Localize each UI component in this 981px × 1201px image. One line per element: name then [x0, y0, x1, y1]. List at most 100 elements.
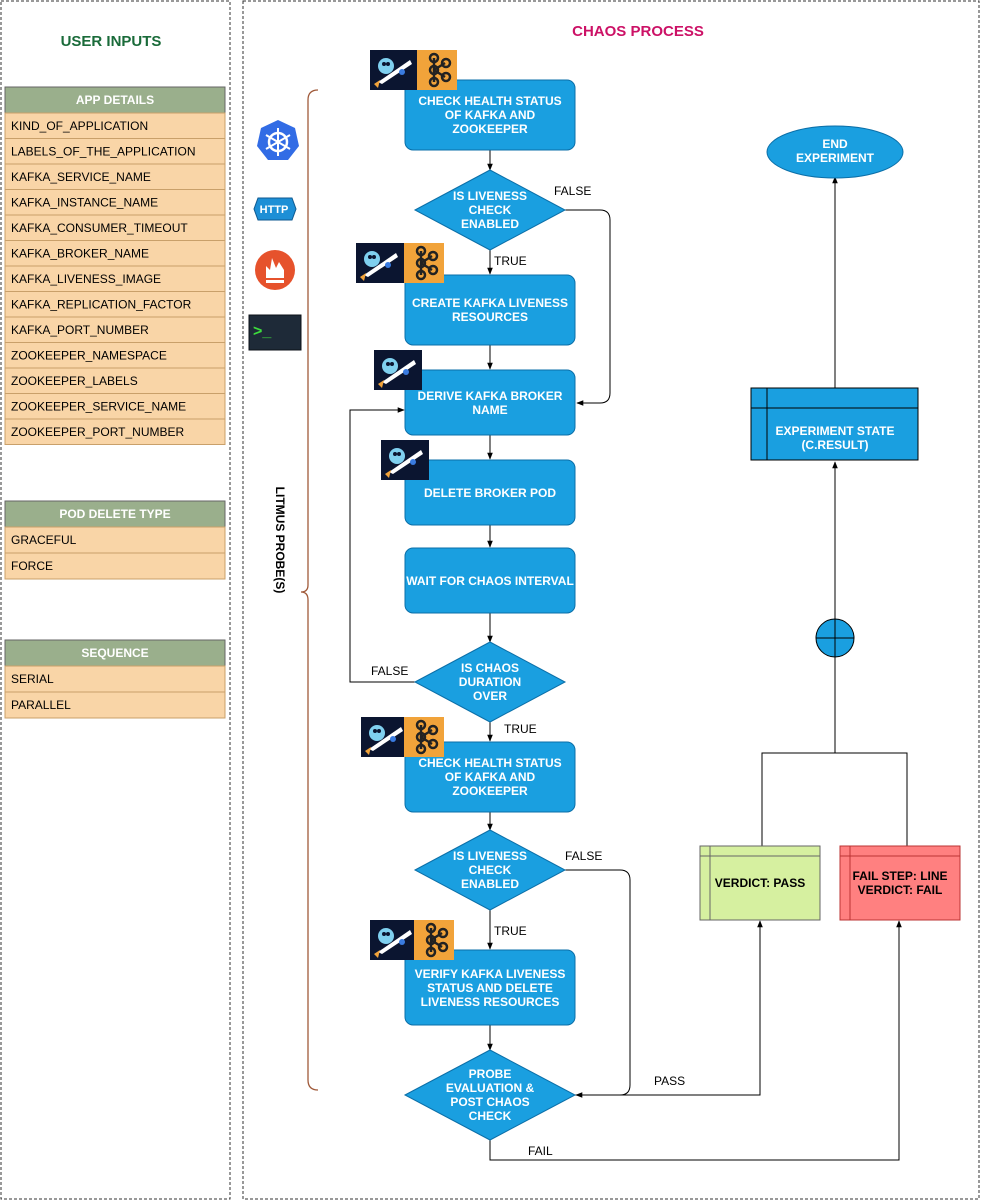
table-row: SERIAL — [11, 672, 54, 686]
input-table: APP DETAILSKIND_OF_APPLICATIONLABELS_OF_… — [4, 86, 226, 445]
user-inputs-panel — [0, 0, 231, 1200]
node-label-verify: STATUS AND DELETE — [427, 981, 553, 995]
table-row: ZOOKEEPER_SERVICE_NAME — [11, 399, 186, 413]
edge-label-true-3: TRUE — [494, 924, 527, 938]
merge-circle — [815, 618, 855, 658]
table-header: SEQUENCE — [81, 646, 148, 660]
node-label-delete: DELETE BROKER POD — [424, 486, 556, 500]
edge-label-false-1: FALSE — [554, 184, 591, 198]
liveness-decision-1 — [413, 169, 567, 251]
table-row: ZOOKEEPER_NAMESPACE — [11, 348, 167, 362]
node-label-probe-eval: PROBE — [469, 1067, 512, 1081]
end-experiment-node — [766, 125, 904, 179]
table-row: KAFKA_PORT_NUMBER — [11, 323, 149, 337]
verdict-fail-box — [839, 845, 961, 921]
edge-label-pass: PASS — [654, 1074, 685, 1088]
table-header: APP DETAILS — [76, 93, 154, 107]
table-row: KAFKA_SERVICE_NAME — [11, 170, 151, 184]
edge-label-false-3: FALSE — [565, 849, 602, 863]
check-health-1-box — [404, 79, 576, 151]
litmus-chaos-icon — [374, 350, 422, 390]
node-label-verify: VERIFY KAFKA LIVENESS — [415, 967, 566, 981]
input-tables: APP DETAILSKIND_OF_APPLICATIONLABELS_OF_… — [4, 86, 226, 719]
terminal-icon: >_ — [248, 314, 302, 351]
litmus-chaos-icon — [381, 440, 429, 480]
node-label-fail-verdict: VERDICT: FAIL — [858, 883, 943, 897]
node-label-liveness1: ENABLED — [461, 217, 519, 231]
edge-label-true-1: TRUE — [494, 254, 527, 268]
table-row: KAFKA_LIVENESS_IMAGE — [11, 272, 161, 286]
node-label-end: EXPERIMENT — [796, 151, 875, 165]
prometheus-icon — [255, 250, 295, 290]
chaos-process-panel — [242, 0, 980, 1200]
litmus-chaos-icon — [356, 243, 404, 283]
table-row: GRACEFUL — [11, 533, 77, 547]
node-label-liveness1: IS LIVENESS — [453, 189, 527, 203]
table-row: PARALLEL — [11, 698, 71, 712]
experiment-state-box — [750, 387, 919, 461]
probe-eval-decision — [403, 1049, 577, 1141]
table-row: ZOOKEEPER_PORT_NUMBER — [11, 425, 184, 439]
node-label-state: (C.RESULT) — [801, 438, 868, 452]
node-label-check2: OF KAFKA AND — [445, 770, 536, 784]
node-label-liveness2: ENABLED — [461, 877, 519, 891]
delete-broker-box — [404, 459, 576, 526]
litmus-probe-label: LITMUS PROBE(S) — [273, 487, 287, 594]
kafka-icon — [412, 918, 456, 962]
check-health-2-box — [404, 741, 576, 813]
http-icon: HTTP — [253, 197, 297, 221]
kubernetes-icon — [257, 120, 299, 160]
node-label-check1: OF KAFKA AND — [445, 108, 536, 122]
node-label-check1: CHECK HEALTH STATUS — [418, 94, 561, 108]
node-label-create: RESOURCES — [452, 310, 528, 324]
node-label-liveness2: IS LIVENESS — [453, 849, 527, 863]
table-row: KIND_OF_APPLICATION — [11, 119, 148, 133]
probe-brace — [300, 89, 319, 1091]
node-label-probe-eval: EVALUATION & — [446, 1081, 535, 1095]
node-label-liveness1: CHECK — [469, 203, 512, 217]
node-label-fail-verdict: FAIL STEP: LINE — [852, 869, 947, 883]
chaos-process-title: CHAOS PROCESS — [572, 23, 704, 40]
table-row: KAFKA_BROKER_NAME — [11, 246, 149, 260]
user-inputs-title: USER INPUTS — [61, 33, 162, 50]
create-liveness-box — [404, 274, 576, 346]
node-label-pass-verdict: VERDICT: PASS — [715, 876, 805, 890]
litmus-chaos-icon — [370, 920, 418, 960]
node-label-probe-eval: POST CHAOS — [450, 1095, 529, 1109]
node-label-duration: IS CHAOS — [461, 661, 519, 675]
table-header: POD DELETE TYPE — [59, 507, 170, 521]
node-label-state: EXPERIMENT STATE — [776, 424, 895, 438]
duration-decision — [413, 641, 567, 723]
litmus-chaos-icon — [361, 717, 409, 757]
connectors — [349, 150, 908, 1161]
verify-liveness-box — [404, 949, 576, 1026]
table-row: KAFKA_CONSUMER_TIMEOUT — [11, 221, 188, 235]
edge-label-false-2: FALSE — [371, 664, 408, 678]
input-table: POD DELETE TYPE GRACEFUL FORCE — [4, 500, 226, 580]
table-row: ZOOKEEPER_LABELS — [11, 374, 138, 388]
node-label-check2: ZOOKEEPER — [452, 784, 528, 798]
svg-text:HTTP: HTTP — [260, 204, 289, 216]
liveness-decision-2 — [413, 829, 567, 911]
node-label-wait: WAIT FOR CHAOS INTERVAL — [406, 574, 574, 588]
node-label-check1: ZOOKEEPER — [452, 122, 528, 136]
wait-chaos-box — [404, 547, 576, 614]
node-label-derive: DERIVE KAFKA BROKER — [418, 389, 563, 403]
node-label-duration: DURATION — [459, 675, 521, 689]
derive-broker-box — [404, 369, 576, 436]
kafka-icon — [415, 48, 459, 92]
node-label-verify: LIVENESS RESOURCES — [421, 995, 560, 1009]
edge-label-true-2: TRUE — [504, 722, 537, 736]
node-label-end: END — [822, 137, 848, 151]
svg-text:>_: >_ — [253, 323, 272, 340]
edge-label-fail: FAIL — [528, 1144, 553, 1158]
table-row: FORCE — [11, 559, 53, 573]
node-label-liveness2: CHECK — [469, 863, 512, 877]
table-row: KAFKA_REPLICATION_FACTOR — [11, 297, 192, 311]
litmus-chaos-icon — [370, 50, 418, 90]
kafka-icon — [402, 241, 446, 285]
node-label-check2: CHECK HEALTH STATUS — [418, 756, 561, 770]
table-row: KAFKA_INSTANCE_NAME — [11, 195, 158, 209]
